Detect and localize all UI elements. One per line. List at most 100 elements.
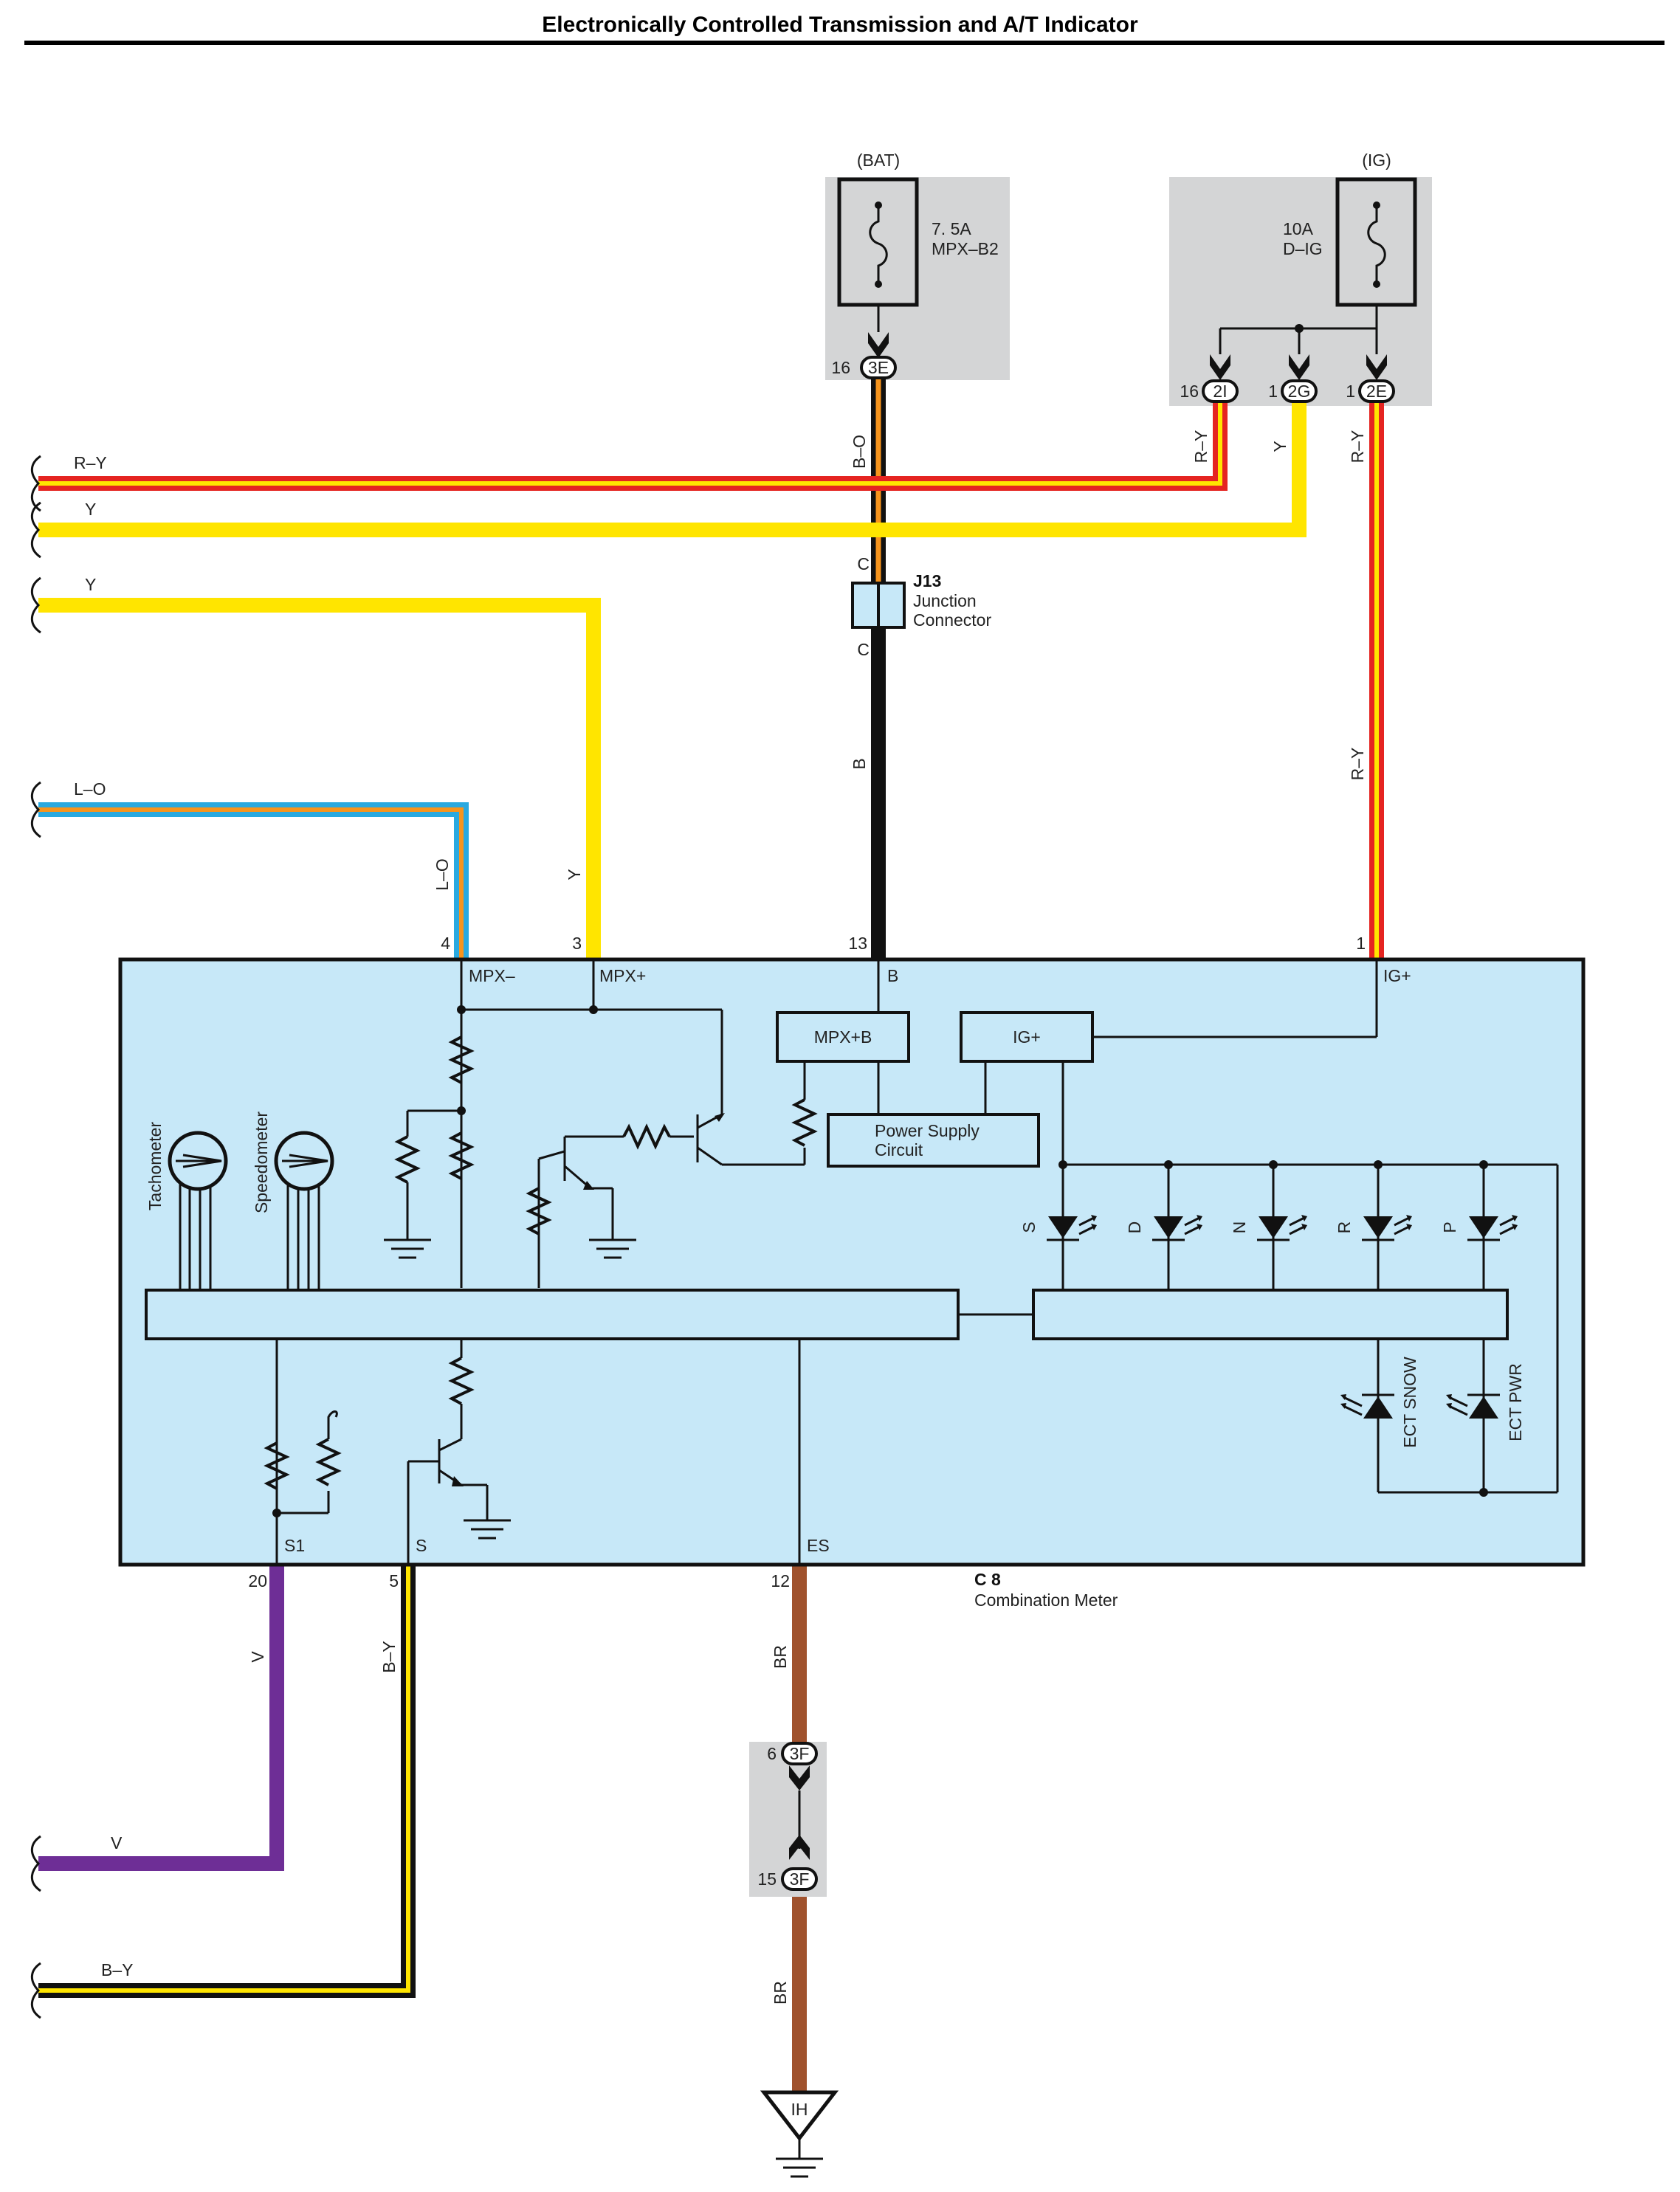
transistor-3	[407, 1404, 489, 1565]
wire-label-r-y-2e: R–Y	[1348, 430, 1367, 463]
wire-l-o	[38, 802, 469, 959]
junction-line2: Connector	[913, 610, 991, 630]
label-s1: S1	[284, 1536, 305, 1555]
pin-mpx-plus: 3	[572, 934, 582, 953]
wire-label-b-y-left: B–Y	[101, 1960, 133, 1979]
fuse-bat-name: MPX–B2	[932, 239, 999, 258]
connector-3f-top: 3F	[790, 1744, 810, 1763]
svg-text:3E: 3E	[868, 358, 889, 377]
ground-id: IH	[791, 2100, 808, 2119]
label-mpx-minus: MPX–	[469, 966, 515, 985]
pin-mpx-minus: 4	[441, 934, 450, 953]
wire-label-y-2g: Y	[1270, 441, 1290, 452]
label-es: ES	[807, 1536, 830, 1555]
svg-text:1: 1	[1268, 382, 1278, 401]
wire-label-b-o: B–O	[850, 435, 869, 469]
resistor-between-transistors	[622, 1123, 671, 1150]
svg-text:16: 16	[831, 358, 850, 377]
wire-label-y-mid-left: Y	[85, 575, 96, 594]
indicator-led-ect-snow: ECT SNOW	[1340, 1339, 1419, 1492]
label-s: S	[416, 1536, 427, 1555]
wire-label-br-bottom: BR	[771, 1981, 790, 2005]
fuse-block-bat: (BAT) 7. 5A MPX–B2	[825, 151, 1010, 380]
resistor-s1-2	[315, 1438, 342, 1486]
connector-3f-top-pin: 6	[767, 1744, 777, 1763]
ground-symbol-3	[464, 1519, 511, 1540]
wire-label-r-y-left: R–Y	[74, 453, 107, 472]
junction-line1: Junction	[913, 591, 977, 610]
resistor-mpx-1	[448, 1035, 475, 1084]
svg-text:2E: 2E	[1366, 382, 1387, 401]
resistor-s-collector	[448, 1357, 475, 1405]
pin-s: 5	[389, 1571, 399, 1590]
svg-text:R: R	[1335, 1221, 1354, 1234]
pin-b: 13	[848, 934, 867, 953]
wire-r-y-left	[38, 402, 1228, 491]
svg-text:N: N	[1230, 1221, 1249, 1234]
wire-label-y-mpx-plus: Y	[565, 869, 584, 880]
wire-label-br-top: BR	[771, 1645, 790, 1669]
tachometer-gauge: Tachometer	[145, 1122, 228, 1290]
indicator-led-ect-pwr: ECT PWR	[1446, 1339, 1525, 1492]
label-mpx-plus: MPX+	[599, 966, 646, 985]
page-title: Electronically Controlled Transmission a…	[542, 13, 1138, 37]
combination-meter: 4 3 13 1 MPX– MPX+ B IG+ S1 S ES 20 5 12…	[118, 934, 1586, 1610]
fuse-bat-element	[869, 205, 888, 284]
wire-b-y	[38, 1565, 416, 1998]
svg-text:1: 1	[1346, 382, 1355, 401]
wire-label-l-o-left: L–O	[74, 779, 106, 799]
connector-3f-pair: 3F 6 3F 15	[749, 1742, 827, 1897]
ground-point-ih: IH	[760, 2090, 839, 2178]
fuse-ig-name: D–IG	[1283, 239, 1323, 258]
transistor-2	[696, 1113, 805, 1166]
svg-text:Speedometer: Speedometer	[252, 1111, 271, 1213]
svg-text:ECT PWR: ECT PWR	[1506, 1363, 1525, 1441]
resistor-s1-1	[264, 1441, 290, 1490]
svg-text:MPX+B: MPX+B	[814, 1027, 872, 1047]
connector-2g: 2G 1	[1268, 379, 1318, 403]
indicator-led-s: S	[1019, 1165, 1097, 1290]
wire-label-r-y-igplus: R–Y	[1348, 748, 1367, 781]
svg-text:ECT SNOW: ECT SNOW	[1400, 1357, 1419, 1448]
block-power-supply	[827, 1113, 1040, 1168]
fuse-bat-header: (BAT)	[857, 151, 900, 170]
resistor-t1-base	[526, 1187, 552, 1235]
fuse-ig-element	[1367, 205, 1386, 284]
wire-label-r-y-2i: R–Y	[1191, 430, 1211, 463]
ground-symbol-1	[384, 1238, 431, 1259]
junction-connector-j13: C C J13 Junction Connector	[851, 554, 991, 659]
resistor-mpx-2	[448, 1131, 475, 1180]
wire-end-hooks	[30, 455, 41, 2019]
label-b: B	[887, 966, 898, 985]
wire-y-top	[38, 402, 1307, 537]
wire-label-b-y-vertical: B–Y	[379, 1641, 399, 1672]
indicator-led-p: P	[1440, 1165, 1518, 1290]
block-mpx-b	[776, 1011, 910, 1063]
connector-3f-bottom: 3F	[790, 1869, 810, 1889]
wire-label-v-vertical: V	[248, 1651, 267, 1663]
connector-2e: 2E 1	[1346, 379, 1395, 403]
svg-text:Power Supply: Power Supply	[875, 1121, 980, 1140]
transistor-1	[537, 1135, 614, 1288]
connector-arrows-top	[868, 332, 1387, 380]
wire-y-mpx-plus	[38, 598, 601, 959]
wire-v	[38, 1565, 284, 1871]
junction-id: J13	[913, 571, 941, 590]
pin-ig-plus: 1	[1356, 934, 1366, 953]
fuse-ig-header: (IG)	[1362, 151, 1391, 170]
pin-es: 12	[771, 1571, 790, 1590]
svg-text:IG+: IG+	[1013, 1027, 1041, 1047]
svg-text:P: P	[1440, 1221, 1459, 1233]
block-ig-plus	[960, 1011, 1094, 1063]
wire-label-v-left: V	[111, 1833, 123, 1852]
connector-3e: 3E 16	[831, 356, 897, 379]
svg-text:2I: 2I	[1213, 382, 1227, 401]
meter-id: C 8	[974, 1570, 1001, 1589]
wire-label-b: B	[850, 758, 869, 769]
connector-3f-bottom-pin: 15	[757, 1869, 777, 1889]
control-bar-left	[145, 1289, 960, 1340]
fuse-bat-rating: 7. 5A	[932, 219, 971, 238]
resistor-mpx-3	[394, 1135, 421, 1184]
pin-s1: 20	[248, 1571, 267, 1590]
